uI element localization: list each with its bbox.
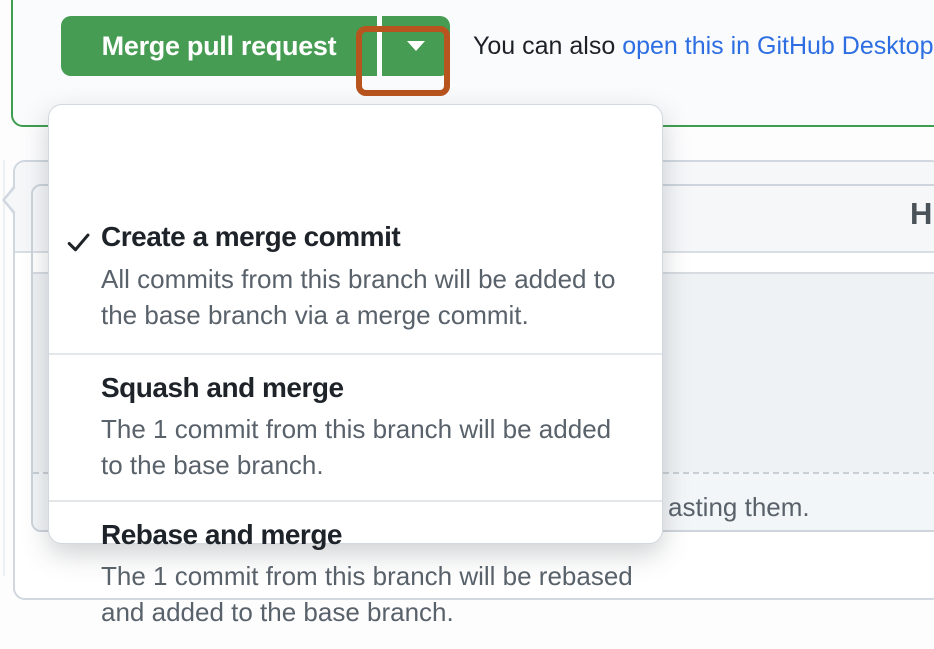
github-desktop-hint: You can also open this in GitHub Desktop: [473, 32, 933, 61]
merge-options-menu: Create a merge commit All commits from t…: [48, 104, 663, 627]
merge-options-caret-button[interactable]: [382, 16, 450, 76]
menu-item-description: All commits from this branch will be add…: [101, 264, 616, 330]
github-desktop-link[interactable]: open this in GitHub Desktop: [622, 32, 934, 60]
menu-item-title: Create a merge commit: [101, 221, 401, 252]
comment-caret-inner: [5, 186, 17, 214]
check-icon: [67, 233, 90, 252]
dropdown-caret-icon: [407, 41, 425, 51]
merge-pull-request-button[interactable]: Merge pull request: [61, 16, 377, 76]
menu-item-title: Squash and merge: [101, 372, 344, 403]
attach-files-hint: asting them.: [668, 492, 810, 522]
timeline-line: [3, 160, 5, 576]
menu-divider: [49, 500, 662, 502]
hint-prefix: You can also: [473, 32, 623, 60]
heading-toolbar-icon[interactable]: H: [910, 196, 933, 231]
menu-item-title: Rebase and merge: [101, 519, 343, 550]
menu-item-description: The 1 commit from this branch will be re…: [101, 561, 633, 627]
menu-item-description: The 1 commit from this branch will be ad…: [101, 414, 612, 480]
menu-divider: [49, 353, 662, 355]
